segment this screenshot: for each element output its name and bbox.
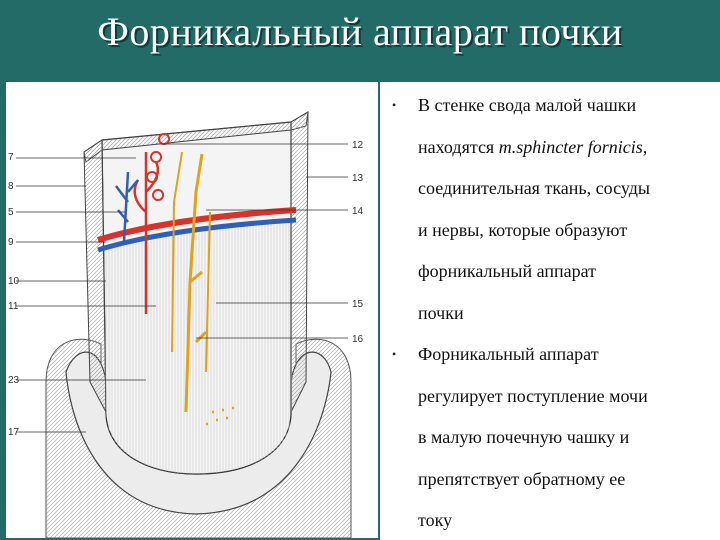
bullet-1-line: находятся m.sphincter fornicis, <box>418 127 716 169</box>
leader-lines-left <box>16 157 156 433</box>
bullet-dot-icon: • <box>392 98 397 112</box>
label-7: 7 <box>8 152 14 163</box>
ascending-vein <box>115 171 139 243</box>
label-23: 23 <box>8 375 20 386</box>
bullet-1-line: соединительная ткань, сосуды <box>418 178 650 198</box>
latin-term: m.sphincter fornicis <box>498 136 643 157</box>
fornical-apparatus-illustration: 7 8 5 9 10 11 23 17 12 13 14 15 16 <box>6 82 378 538</box>
label-14: 14 <box>352 206 364 217</box>
label-11: 11 <box>8 301 19 312</box>
bullet-item-1: • В стенке свода малой чашки находятся m… <box>380 85 720 334</box>
nerve-dots <box>206 406 234 426</box>
label-17: 17 <box>8 427 20 438</box>
arcuate-vein <box>97 217 297 253</box>
bullet-list: • В стенке свода малой чашки находятся m… <box>380 82 720 540</box>
glomeruli <box>146 133 171 201</box>
sphincter-fibres <box>104 222 292 474</box>
bullet-2-line: Форникальный аппарат <box>418 344 599 364</box>
label-8: 8 <box>8 181 14 192</box>
label-16: 16 <box>352 334 364 345</box>
bullet-2-line: регулирует поступление мочи <box>418 385 648 406</box>
nerve-main <box>184 153 208 413</box>
bullet-1-line: и нервы, которые образуют <box>418 219 628 240</box>
anatomy-diagram: 7 8 5 9 10 11 23 17 12 13 14 15 16 <box>8 111 364 538</box>
bullet-1-line: форникальный аппарат <box>418 261 596 281</box>
label-12: 12 <box>352 140 364 151</box>
bullet-1-line-text: находятся m.sphincter fornicis, <box>418 136 648 157</box>
bullet-dot-icon: • <box>392 347 397 361</box>
label-13: 13 <box>352 173 364 184</box>
fornix-right-face <box>290 111 309 413</box>
bullet-1-line: почки <box>418 302 464 323</box>
nerve-secondary <box>171 151 211 373</box>
label-10: 10 <box>8 276 20 287</box>
bullet-item-2: • Форникальный аппарат регулирует поступ… <box>380 334 720 540</box>
bullet-2-line: току <box>418 510 453 530</box>
slide-title: Форникальный аппарат почки <box>97 9 623 54</box>
bullet-2-line: препятствует обратному ее <box>418 468 626 489</box>
bullet-1-line: В стенке свода малой чашки <box>418 95 637 115</box>
leader-lines-right <box>156 143 348 339</box>
arcuate-artery <box>97 207 297 243</box>
label-15: 15 <box>352 299 364 310</box>
bullet-2-line: в малую почечную чашку и <box>418 427 630 447</box>
label-5: 5 <box>8 207 14 218</box>
label-9: 9 <box>8 237 14 248</box>
